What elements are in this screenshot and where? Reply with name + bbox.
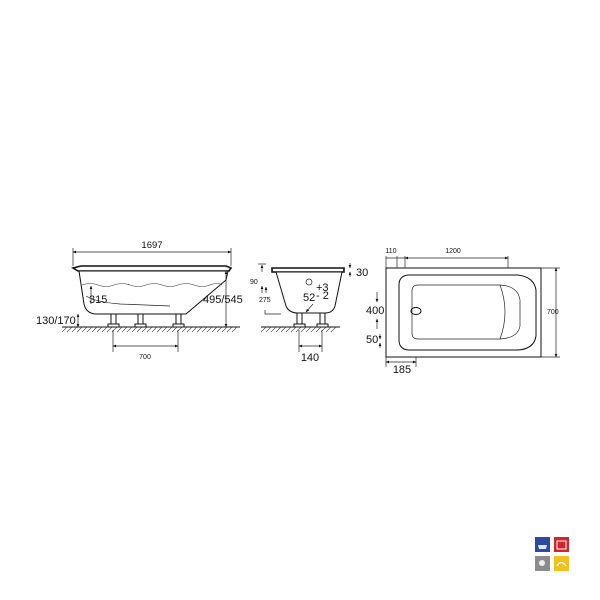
hatch-line <box>290 326 297 333</box>
hatch-line <box>126 326 133 333</box>
tub-icon <box>538 545 547 549</box>
hatch-line <box>305 326 312 333</box>
plan-basin-floor <box>411 284 521 340</box>
hatch-line <box>191 326 198 333</box>
hatch-line <box>61 326 68 333</box>
dim-foot-height: 130/170 <box>36 315 76 327</box>
floor-hatching <box>61 326 238 333</box>
side-legs <box>107 313 185 328</box>
slip-icon <box>556 540 567 550</box>
dim-rim-height: 495/545 <box>203 294 243 306</box>
warm-icon <box>556 561 567 567</box>
dim-tol-plus: +3 <box>316 282 329 294</box>
hatch-line <box>71 326 78 333</box>
hatch-line <box>181 326 188 333</box>
dim-drain-height: 275 <box>259 297 271 304</box>
floor-hatching-end <box>260 326 337 333</box>
hatch-line <box>66 326 73 333</box>
hatch-line <box>146 326 153 333</box>
dim-plan-inner-width: 400 <box>366 305 384 317</box>
hatch-line <box>295 326 302 333</box>
hatch-line <box>101 326 108 333</box>
hatch-line <box>131 326 138 333</box>
hatch-line <box>141 326 148 333</box>
dim-plan-edge-offset: 110 <box>385 248 396 255</box>
dim-end-top-offset: 90 <box>250 279 258 286</box>
hatch-line <box>106 326 113 333</box>
hatch-line <box>81 326 88 333</box>
plan-drain-icon <box>410 307 422 315</box>
end-rim <box>271 267 345 273</box>
water-line <box>81 283 223 287</box>
dim-plan-inner-length: 1200 <box>445 248 461 255</box>
hatch-line <box>91 326 98 333</box>
side-rim <box>70 265 233 272</box>
hatch-line <box>151 326 158 333</box>
dim-side-length: 1697 <box>141 240 162 251</box>
hatch-line <box>330 326 337 333</box>
hatch-line <box>226 326 233 333</box>
plan-view: 110 1200 700 400 50 185 <box>366 248 560 376</box>
hatch-line <box>186 326 193 333</box>
hatch-line <box>260 326 267 333</box>
hatch-line <box>231 326 238 333</box>
plan-outline <box>385 267 542 358</box>
shower-icon <box>539 560 545 566</box>
feature-badge-blue <box>535 537 550 552</box>
hatch-line <box>300 326 307 333</box>
feature-badge-yellow <box>554 556 569 571</box>
hatch-line <box>216 326 223 333</box>
hatch-line <box>86 326 93 333</box>
hatch-line <box>275 326 282 333</box>
drain-icon <box>305 278 313 286</box>
hatch-line <box>280 326 287 333</box>
dim-rim-thickness: 30 <box>356 267 368 279</box>
hatch-line <box>116 326 123 333</box>
hatch-line <box>201 326 208 333</box>
hatch-line <box>136 326 143 333</box>
hatch-line <box>166 326 173 333</box>
dim-plan-drain-offset: 185 <box>393 364 411 376</box>
side-body <box>78 270 229 315</box>
dim-end-foot-spacing: 140 <box>301 352 319 364</box>
hatch-line <box>121 326 128 333</box>
hatch-line <box>156 326 163 333</box>
side-view: 1697 315 495/545 130/170 700 <box>36 240 243 361</box>
feature-badges <box>535 537 569 571</box>
hatch-line <box>161 326 168 333</box>
dim-water-depth: 315 <box>89 294 107 306</box>
hatch-line <box>265 326 272 333</box>
end-view: 90 275 52 +3 - 2 30 140 <box>250 263 368 364</box>
hatch-line <box>76 326 83 333</box>
hatch-line <box>206 326 213 333</box>
plan-basin <box>398 274 537 351</box>
side-inner-curve <box>85 295 171 307</box>
hatch-line <box>196 326 203 333</box>
hatch-line <box>221 326 228 333</box>
hatch-line <box>211 326 218 333</box>
hatch-line <box>96 326 103 333</box>
dim-slope: 52 <box>303 292 315 304</box>
dim-side-foot-spacing: 700 <box>139 354 151 361</box>
hatch-line <box>285 326 292 333</box>
hatch-line <box>315 326 322 333</box>
dim-plan-side-offset: 50 <box>366 334 378 346</box>
dim-tol-minus: - 2 <box>316 290 329 302</box>
hatch-line <box>325 326 332 333</box>
feature-badge-red <box>554 537 569 552</box>
hatch-line <box>171 326 178 333</box>
dim-plan-width: 700 <box>547 309 559 316</box>
hatch-line <box>270 326 277 333</box>
hatch-line <box>310 326 317 333</box>
